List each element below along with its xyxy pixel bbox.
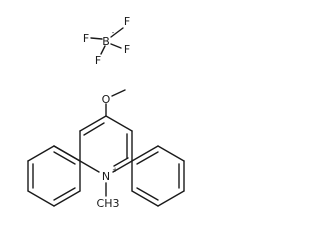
oxygen-atom: O	[102, 93, 111, 106]
bond-ph-right-4	[131, 190, 159, 207]
bond-ph-right-double-3	[136, 151, 159, 165]
bond-c2-phenyl	[131, 145, 159, 162]
bond-c2-n	[112, 160, 133, 173]
bond-c2-n-double	[113, 157, 129, 167]
fluorine-atom-top: F	[124, 15, 130, 28]
bond-ph-left-double-3	[53, 151, 76, 165]
bond-c5-c4-double	[83, 122, 105, 136]
methoxy-group: O	[102, 89, 126, 117]
phenyl-right	[131, 145, 185, 207]
bond-ph-left-4	[53, 190, 81, 207]
bond-o-ch3	[111, 89, 126, 97]
bond-ph-left-double-2	[53, 187, 76, 201]
fluorine-atom-bottom: F	[95, 54, 101, 67]
n-methyl-label: CH3	[97, 197, 120, 210]
boron-atom: B	[102, 35, 110, 48]
bond-b-f-bottom	[100, 45, 106, 55]
bond-ph-left-3	[27, 190, 55, 207]
bond-ph-right-double-2	[136, 187, 159, 201]
bond-c4-c3	[105, 115, 133, 132]
pyridinium-ring: N + CH3	[79, 115, 133, 210]
phenyl-left	[27, 145, 81, 207]
bond-ph-right-3	[157, 190, 185, 207]
structure-canvas: B - F F F F O N + CH3	[27, 15, 185, 210]
fluorine-atom-right: F	[124, 43, 130, 56]
molecule-drawing: B - F F F F O N + CH3	[27, 15, 185, 210]
bond-c5-c4	[79, 115, 107, 132]
bond-ph-right-1	[157, 145, 185, 162]
tetrafluoroborate: B - F F F F	[83, 15, 130, 67]
nitrogen-atom: N	[102, 170, 110, 183]
bond-b-f-left	[90, 37, 103, 40]
bond-ph-left-1	[27, 145, 55, 162]
boron-charge: -	[112, 29, 115, 37]
fluorine-atom-left: F	[83, 32, 89, 45]
bond-ph-left-6	[53, 145, 81, 162]
nitrogen-charge: +	[112, 166, 118, 174]
bond-n-c6	[79, 160, 100, 173]
bond-b-f-right	[110, 43, 122, 49]
bond-b-f-top	[110, 27, 124, 38]
